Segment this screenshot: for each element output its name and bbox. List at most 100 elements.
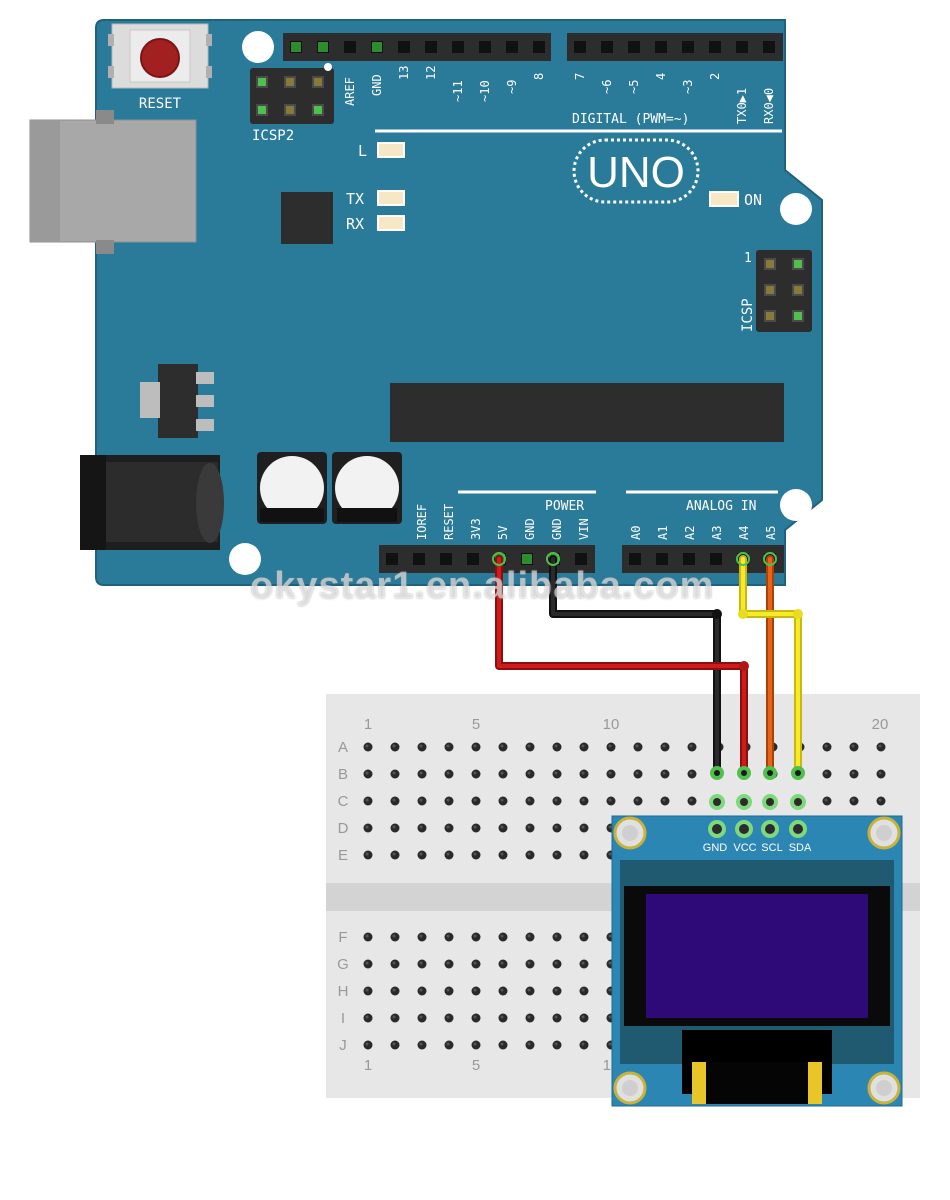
breadboard-hole-shine	[500, 961, 504, 965]
breadboard-hole-shine	[581, 852, 585, 856]
breadboard-hole-shine	[419, 1042, 423, 1046]
breadboard-hole-shine	[851, 771, 855, 775]
breadboard-hole-shine	[581, 988, 585, 992]
breadboard-hole-shine	[581, 961, 585, 965]
digital-pin[interactable]	[398, 41, 410, 53]
breadboard-hole-shine	[446, 934, 450, 938]
breadboard-hole-shine	[608, 961, 612, 965]
digital-pin[interactable]	[425, 41, 437, 53]
breadboard-hole-shine	[554, 771, 558, 775]
pin-label-a3: A3	[710, 526, 724, 540]
breadboard-hole-shine	[608, 744, 612, 748]
voltage-regulator	[158, 364, 198, 438]
reset-label: RESET	[139, 96, 182, 112]
pin-label-gnd: GND	[370, 74, 384, 96]
digital-pin[interactable]	[506, 41, 518, 53]
breadboard-hole-shine	[527, 825, 531, 829]
digital-pin[interactable]	[601, 41, 613, 53]
breadboard-hole-shine	[473, 961, 477, 965]
breadboard-hole-shine	[500, 988, 504, 992]
breadboard-hole-shine	[608, 988, 612, 992]
breadboard-hole-shine	[500, 934, 504, 938]
analog-pin[interactable]	[629, 553, 641, 565]
digital-pin[interactable]	[344, 41, 356, 53]
uno-logo: UNO	[587, 148, 685, 197]
digital-pin[interactable]	[479, 41, 491, 53]
wire-endpoints-board	[492, 552, 777, 566]
analog-pin-labels: A0 A1 A2 A3 A4 A5	[629, 526, 778, 540]
wires	[492, 552, 805, 780]
breadboard-hole-shine	[446, 988, 450, 992]
digital-pin[interactable]	[682, 41, 694, 53]
breadboard-hole-shine	[419, 798, 423, 802]
row-letter-b: B	[338, 766, 348, 783]
reset-button[interactable]	[140, 38, 180, 78]
digital-pin[interactable]	[574, 41, 586, 53]
power-pin[interactable]	[440, 553, 452, 565]
breadboard-hole-shine	[446, 1042, 450, 1046]
breadboard-hole-shine	[500, 852, 504, 856]
row-letter-f: F	[338, 929, 347, 946]
analog-pin[interactable]	[710, 553, 722, 565]
pin-label-11: ~11	[451, 80, 465, 102]
breadboard-hole-shine	[446, 798, 450, 802]
icsp-label: ICSP	[740, 298, 756, 332]
breadboard-hole-shine	[446, 1015, 450, 1019]
digital-pin[interactable]	[628, 41, 640, 53]
digital-pin[interactable]	[709, 41, 721, 53]
digital-header-right	[567, 33, 783, 61]
breadboard-hole-shine	[554, 798, 558, 802]
digital-pin[interactable]	[736, 41, 748, 53]
digital-pin[interactable]	[452, 41, 464, 53]
breadboard-hole-shine	[878, 744, 882, 748]
pin-label-6: ~6	[600, 80, 614, 94]
breadboard-hole-shine	[527, 934, 531, 938]
analog-pin[interactable]	[656, 553, 668, 565]
breadboard-hole-shine	[527, 961, 531, 965]
breadboard-hole-shine	[581, 744, 585, 748]
breadboard-hole-shine	[473, 798, 477, 802]
breadboard-hole-shine	[500, 744, 504, 748]
digital-pin[interactable]	[763, 41, 775, 53]
breadboard-hole-shine	[365, 934, 369, 938]
breadboard-hole-shine	[824, 771, 828, 775]
row-letter-j: J	[339, 1037, 347, 1054]
breadboard-hole-shine	[635, 771, 639, 775]
power-pin[interactable]	[575, 553, 587, 565]
breadboard-hole-shine	[365, 744, 369, 748]
breadboard-hole-shine	[581, 825, 585, 829]
digital-pin[interactable]	[655, 41, 667, 53]
icsp2-label: ICSP2	[252, 128, 294, 144]
oled-pin-labels: GND VCC SCL SDA	[703, 842, 812, 854]
breadboard-hole-shine	[824, 798, 828, 802]
led-tx	[377, 190, 405, 206]
row-letter-e: E	[338, 847, 348, 864]
breadboard-hole-shine	[527, 852, 531, 856]
digital-pin[interactable]	[533, 41, 545, 53]
breadboard-hole-shine	[392, 961, 396, 965]
power-pin[interactable]	[386, 553, 398, 565]
breadboard-hole-shine	[824, 744, 828, 748]
breadboard-hole-shine	[527, 1042, 531, 1046]
power-pin[interactable]	[467, 553, 479, 565]
power-header	[379, 545, 595, 573]
pin-label-tx0: TX0▶1	[735, 88, 749, 124]
pin-label-2: 2	[708, 73, 722, 80]
oled-pin-gnd: GND	[703, 842, 728, 854]
power-label: POWER	[545, 499, 584, 514]
analog-pin[interactable]	[683, 553, 695, 565]
wire-gnd	[549, 555, 721, 777]
breadboard-hole-shine	[554, 934, 558, 938]
col-number-20: 20	[872, 716, 889, 733]
digital-pin-labels: AREF GND 13 12 ~11 ~10 ~9 8 7 ~6 ~5 4 ~3…	[343, 66, 776, 124]
breadboard-hole-shine	[689, 744, 693, 748]
usb-chip	[281, 192, 333, 244]
digital-label: DIGITAL (PWM=~)	[572, 112, 689, 127]
breadboard-hole-shine	[662, 744, 666, 748]
breadboard-hole-shine	[392, 934, 396, 938]
breadboard-hole-shine	[527, 1015, 531, 1019]
power-pin[interactable]	[413, 553, 425, 565]
breadboard-hole-shine	[473, 825, 477, 829]
breadboard-hole-shine	[419, 744, 423, 748]
breadboard-hole-shine	[527, 771, 531, 775]
